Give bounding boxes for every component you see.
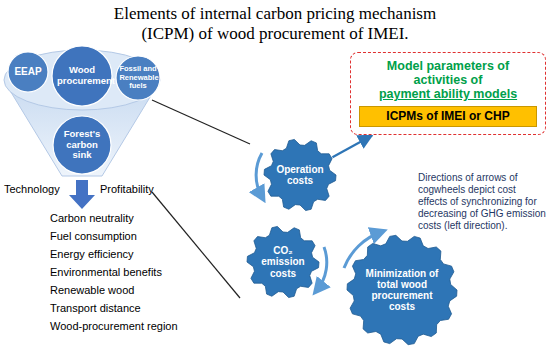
node-label: ICPMs of IMEI or CHP [386, 110, 509, 123]
list-item: Wood-procurement region [50, 320, 178, 333]
icpm-box: ICPMs of IMEI or CHP [359, 106, 537, 127]
connector-arrow [332, 135, 372, 157]
note-text: Directions of arrows of cogwheels depict… [418, 172, 546, 232]
node-label: Wood procurement [57, 65, 107, 86]
box-heading: payment ability models [379, 87, 517, 101]
node-label: Fossil and Renewable fuels [119, 65, 156, 90]
cogwheel: Operation costs [264, 139, 336, 211]
list-item: Fuel consumption [50, 230, 137, 243]
circle-fill [52, 46, 112, 106]
parameter-box: Model parameters of activities ofpayment… [350, 52, 546, 135]
axis-label: Technology [4, 183, 60, 196]
rotation-arrow [256, 153, 262, 197]
circle-fill [8, 52, 48, 92]
diagram-title: Elements of internal carbon pricing mech… [95, 4, 455, 43]
node-label: EEAP [14, 66, 41, 77]
list-item: Transport distance [50, 302, 141, 315]
cogwheel: CO₂ emission costs [247, 226, 319, 298]
node-label: Minimization of total wood procurement c… [357, 268, 446, 313]
box-heading: Model parameters of activities of [359, 59, 537, 87]
list-item: Environmental benefits [50, 266, 162, 279]
node-label: Operation costs [271, 164, 329, 186]
list-item: Carbon neutrality [50, 212, 134, 225]
gear-fill [347, 235, 457, 344]
axis-label: Profitability [100, 183, 154, 196]
rotation-arrow [317, 247, 327, 290]
element-circle: Fossil and Renewable fuels [115, 55, 161, 101]
list-item: Energy efficiency [50, 248, 134, 261]
element-circle: EEAP [7, 51, 49, 93]
cogwheel: Minimization of total wood procurement c… [347, 235, 457, 345]
circle-fill [116, 56, 160, 100]
wedge-line [152, 100, 250, 144]
element-circle: Wood procurement [51, 45, 113, 107]
carbon-sink-circle: Forest's carbon sink [52, 115, 112, 175]
wedge-line [152, 192, 240, 298]
gear-fill [264, 139, 336, 210]
list-item: Renewable wood [50, 284, 134, 297]
down-arrow [69, 180, 95, 209]
node-label: CO₂ emission costs [254, 245, 312, 279]
gear-fill [247, 226, 319, 297]
circle-fill [53, 116, 111, 174]
node-label: Forest's carbon sink [58, 129, 107, 161]
